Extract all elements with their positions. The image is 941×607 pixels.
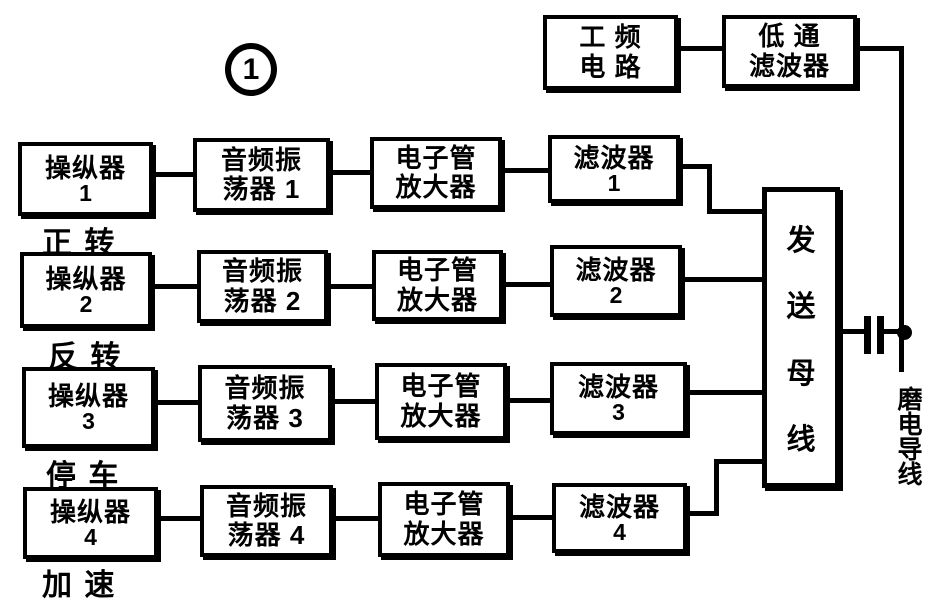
connector-line bbox=[899, 46, 904, 372]
oscillator-3-line1: 音频振 bbox=[224, 373, 306, 404]
controller-1-number: 1 bbox=[79, 179, 92, 206]
oscillator-4-line2: 荡器 4 bbox=[227, 520, 306, 550]
oscillator-1-box: 音频振 荡器 1 bbox=[193, 138, 330, 212]
amplifier-3-line2: 放大器 bbox=[400, 400, 482, 431]
amplifier-1-line1: 电子管 bbox=[395, 142, 477, 173]
connector-line bbox=[500, 168, 550, 173]
connector-line bbox=[707, 209, 764, 214]
connector-line bbox=[680, 277, 764, 282]
connector-line bbox=[326, 284, 372, 289]
amplifier-1-line2: 放大器 bbox=[395, 172, 477, 202]
connector-line bbox=[714, 459, 719, 516]
transmission-bus-box: 发 送 母 线 bbox=[762, 187, 840, 488]
amplifier-3-line1: 电子管 bbox=[400, 371, 482, 402]
connector-line bbox=[838, 329, 865, 334]
amplifier-1-box: 电子管 放大器 bbox=[370, 137, 502, 209]
oscillator-2-line2: 荡器 2 bbox=[223, 285, 302, 316]
connector-line bbox=[508, 515, 554, 520]
filter-4-number: 4 bbox=[613, 518, 626, 545]
connector-line bbox=[676, 46, 724, 51]
amplifier-2-box: 电子管 放大器 bbox=[372, 250, 503, 321]
amplifier-2-line2: 放大器 bbox=[396, 284, 478, 315]
wire-char: 磨 bbox=[897, 386, 923, 414]
filter-2-box: 滤波器 2 bbox=[550, 245, 682, 317]
oscillator-2-box: 音频振 荡器 2 bbox=[197, 250, 328, 323]
filter-2-number: 2 bbox=[609, 281, 623, 308]
controller-1-box: 操纵器 1 bbox=[18, 142, 153, 216]
connector-line bbox=[855, 46, 904, 51]
controller-3-box: 操纵器 3 bbox=[22, 367, 155, 448]
controller-2-label: 操纵器 bbox=[45, 263, 127, 294]
filter-3-box: 滤波器 3 bbox=[550, 362, 687, 435]
wire-char: 导 bbox=[897, 436, 923, 464]
oscillator-3-line2: 荡器 3 bbox=[226, 402, 304, 433]
connector-line bbox=[678, 164, 712, 169]
amplifier-4-line1: 电子管 bbox=[403, 489, 485, 520]
filter-1-number: 1 bbox=[607, 169, 621, 196]
connector-line bbox=[330, 399, 375, 404]
oscillator-3-box: 音频振 荡器 3 bbox=[198, 365, 332, 442]
bus-char: 线 bbox=[786, 424, 816, 457]
bus-char: 送 bbox=[786, 291, 816, 324]
connector-line bbox=[328, 170, 372, 175]
function-label-accelerate: 加 速 bbox=[42, 569, 117, 602]
bus-char: 母 bbox=[786, 357, 816, 390]
connector-line bbox=[150, 284, 197, 289]
controller-3-number: 3 bbox=[82, 408, 95, 435]
bus-char: 发 bbox=[786, 224, 816, 257]
lowpass-filter-line2: 滤波器 bbox=[748, 50, 830, 81]
power-frequency-circuit-line2: 电 路 bbox=[579, 51, 642, 82]
amplifier-2-line1: 电子管 bbox=[396, 255, 478, 286]
amplifier-3-box: 电子管 放大器 bbox=[375, 363, 507, 440]
junction-dot-icon bbox=[897, 325, 912, 340]
filter-4-box: 滤波器 4 bbox=[552, 483, 687, 553]
controller-2-box: 操纵器 2 bbox=[20, 252, 152, 328]
connector-line bbox=[151, 172, 195, 177]
connector-line bbox=[685, 390, 764, 395]
controller-4-label: 操纵器 bbox=[49, 496, 131, 527]
filter-3-label: 滤波器 bbox=[577, 372, 659, 403]
lowpass-filter-line1: 低 通 bbox=[758, 21, 821, 52]
controller-4-box: 操纵器 4 bbox=[23, 487, 158, 559]
oscillator-1-line1: 音频振 bbox=[220, 144, 302, 175]
filter-2-label: 滤波器 bbox=[575, 254, 657, 285]
connector-line bbox=[153, 400, 198, 405]
wire-char: 线 bbox=[897, 461, 923, 489]
power-frequency-circuit-line1: 工 频 bbox=[579, 22, 642, 53]
power-frequency-circuit-box: 工 频 电 路 bbox=[543, 15, 678, 90]
oscillator-4-line1: 音频振 bbox=[225, 490, 307, 521]
amplifier-4-line2: 放大器 bbox=[403, 518, 485, 549]
connector-line bbox=[707, 164, 712, 214]
wire-char: 电 bbox=[897, 411, 923, 439]
controller-4-number: 4 bbox=[84, 523, 97, 550]
controller-2-number: 2 bbox=[79, 290, 93, 317]
connector-line bbox=[714, 459, 764, 464]
amplifier-4-box: 电子管 放大器 bbox=[378, 482, 510, 557]
filter-1-label: 滤波器 bbox=[573, 142, 655, 173]
connector-line bbox=[685, 511, 719, 516]
circled-number-badge: 1 bbox=[225, 43, 277, 96]
circled-number-text: 1 bbox=[242, 52, 260, 86]
trolley-wire-label: 磨 电 导 线 bbox=[884, 388, 936, 488]
connector-line bbox=[505, 398, 550, 403]
controller-1-label: 操纵器 bbox=[44, 152, 126, 183]
connector-line bbox=[156, 516, 202, 521]
capacitor-plate-icon bbox=[864, 316, 871, 354]
oscillator-2-line1: 音频振 bbox=[221, 256, 303, 287]
capacitor-plate-icon bbox=[877, 316, 884, 354]
connector-line bbox=[501, 282, 550, 287]
filter-3-number: 3 bbox=[612, 399, 625, 426]
filter-4-label: 滤波器 bbox=[578, 491, 660, 522]
connector-line bbox=[331, 516, 380, 521]
lowpass-filter-box: 低 通 滤波器 bbox=[722, 15, 857, 88]
filter-1-box: 滤波器 1 bbox=[548, 135, 680, 203]
oscillator-4-box: 音频振 荡器 4 bbox=[200, 485, 333, 557]
oscillator-1-line2: 荡器 1 bbox=[222, 174, 301, 204]
connector-line bbox=[883, 329, 902, 334]
controller-3-label: 操纵器 bbox=[47, 381, 129, 412]
